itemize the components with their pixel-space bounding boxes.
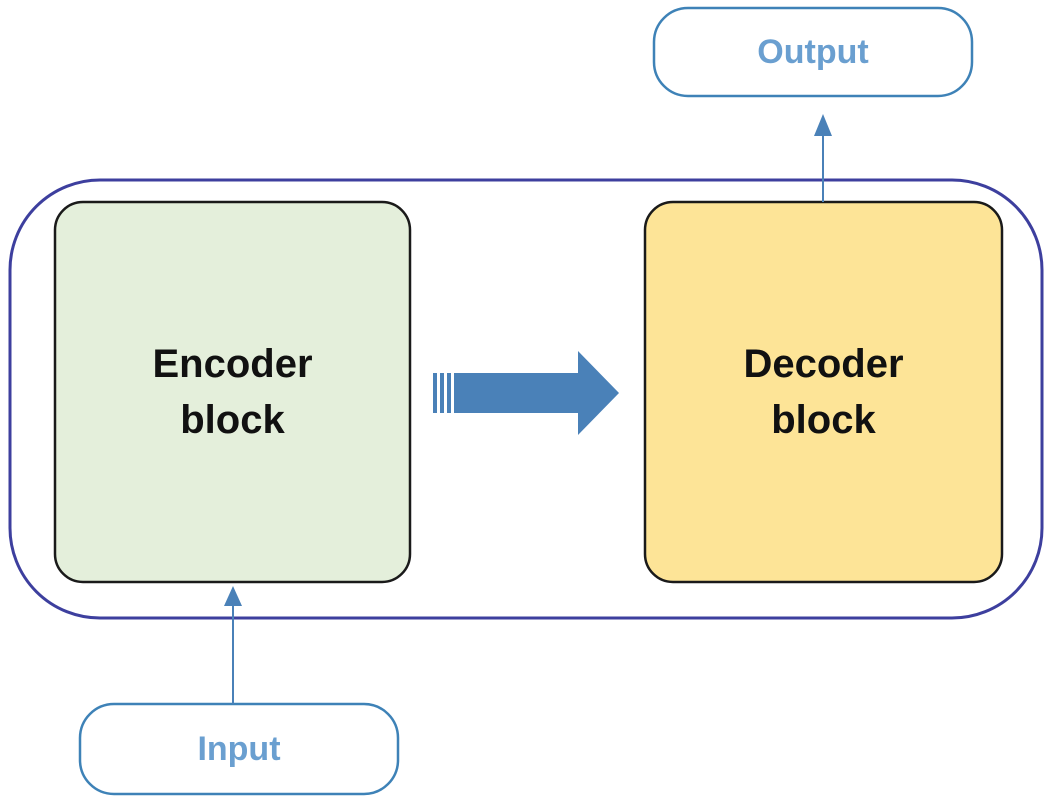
encoder-to-decoder-arrow [433, 351, 619, 435]
decoder-label-line1: Decoder [743, 342, 904, 386]
decoder-to-output-arrow [814, 114, 832, 202]
decoder-label: Decoder block [645, 202, 1002, 582]
output-box [652, 6, 974, 98]
encoder-label-line2: block [180, 398, 285, 442]
encoder-label: Encoder block [55, 202, 410, 582]
input-box [78, 702, 400, 796]
model-container [8, 178, 1044, 620]
encoder-block [53, 200, 412, 584]
decoder-label-line2: block [771, 398, 876, 442]
encoder-label-line1: Encoder [152, 342, 313, 386]
input-to-encoder-arrow [224, 586, 242, 704]
input-label: Input [197, 729, 281, 768]
output-label: Output [757, 32, 869, 71]
